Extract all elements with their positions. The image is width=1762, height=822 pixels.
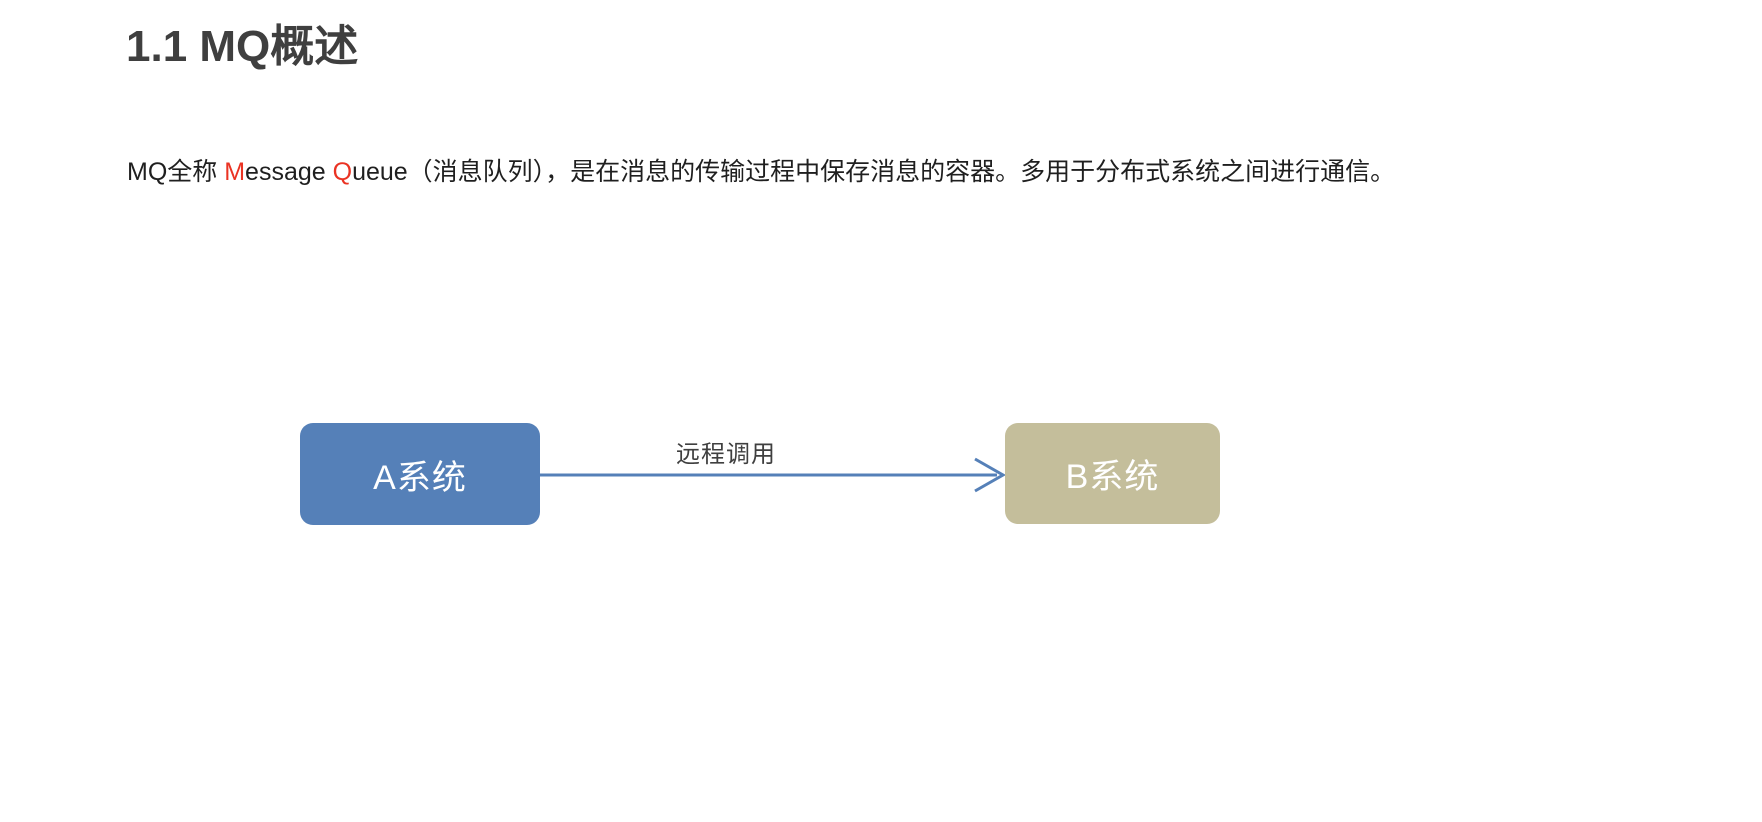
accent-letter-q: Q xyxy=(332,158,353,186)
intro-paragraph: MQ全称 Message Queue（消息队列），是在消息的传输过程中保存消息的… xyxy=(127,147,1427,197)
paragraph-segment-1: MQ全称 xyxy=(127,158,225,186)
paragraph-segment-2: essage xyxy=(245,158,333,186)
diagram-node-b-system[interactable]: B系统 xyxy=(1005,423,1220,524)
diagram-edge-remote-call xyxy=(535,457,1007,493)
diagram-node-a-system[interactable]: A系统 xyxy=(300,423,540,525)
edge-arrowhead-icon xyxy=(974,457,1007,493)
diagram-node-a-label: A系统 xyxy=(373,458,467,497)
paragraph-segment-3: ueue（消息队列），是在消息的传输过程中保存消息的容器。多用于分布式系统之间进… xyxy=(352,158,1396,186)
page-title: 1.1 MQ概述 xyxy=(126,22,359,71)
diagram-node-b-label: B系统 xyxy=(1065,458,1160,496)
diagram-edge-label: 远程调用 xyxy=(676,441,776,468)
accent-letter-m: M xyxy=(224,158,246,186)
